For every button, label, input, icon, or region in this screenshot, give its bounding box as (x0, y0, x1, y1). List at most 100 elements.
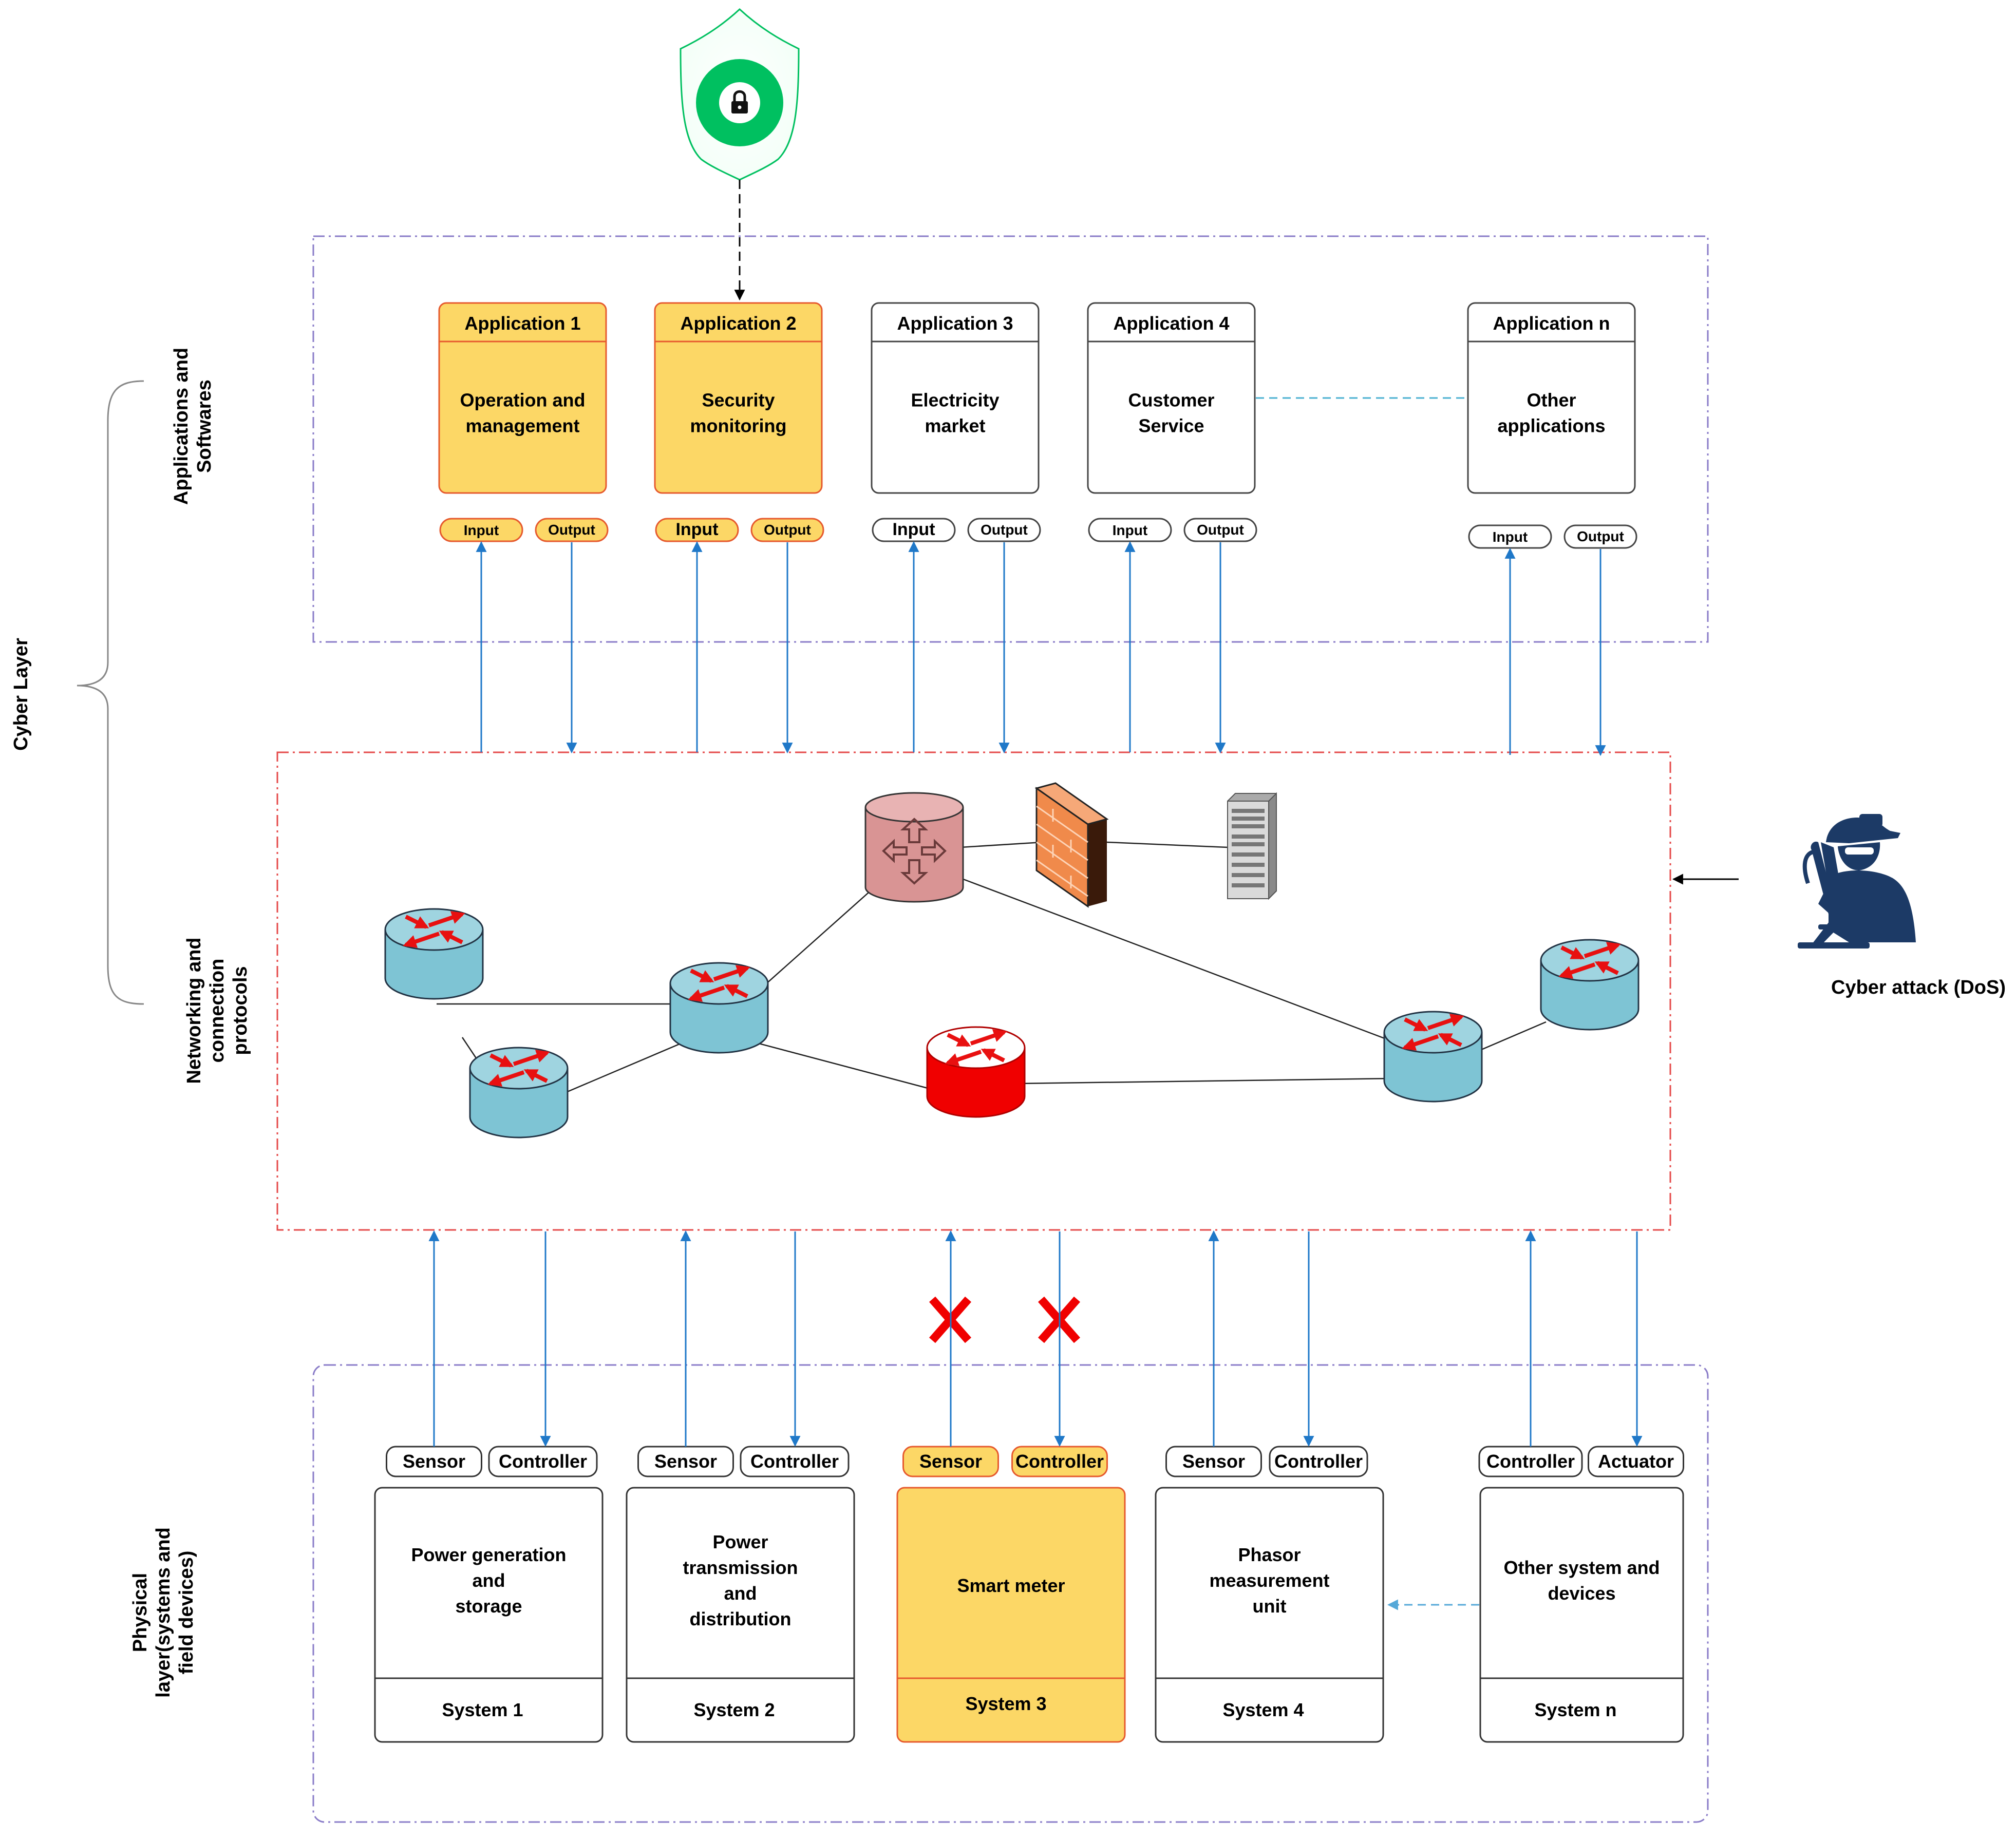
device-port[interactable]: Sensor (637, 1446, 734, 1477)
svg-text:Networking and: Networking and (183, 937, 205, 1084)
svg-text:protocols: protocols (230, 966, 251, 1055)
device-port-label: Sensor (1182, 1451, 1245, 1472)
application-description: market (925, 415, 985, 437)
networking-layer-label: Networking and connection protocols (183, 937, 251, 1084)
device-port[interactable]: Controller (1011, 1446, 1108, 1477)
input-label: Input (464, 522, 499, 538)
output-port[interactable]: Output (1183, 518, 1257, 542)
system-description: Other system and (1503, 1557, 1660, 1578)
system-description: unit (1253, 1596, 1287, 1617)
system-description: and (472, 1570, 505, 1591)
input-label: Input (1113, 522, 1147, 538)
output-label: Output (764, 522, 811, 538)
application-card-box (871, 302, 1040, 494)
device-port[interactable]: Controller (740, 1446, 850, 1477)
router-icon (384, 908, 484, 1000)
application-card-box (1087, 302, 1256, 494)
router-icon (469, 1047, 569, 1139)
input-label: Input (892, 520, 935, 539)
cyber-layer-label: Cyber Layer (10, 638, 32, 751)
device-port[interactable]: Actuator (1588, 1446, 1684, 1477)
application-description: Customer (1128, 390, 1214, 411)
output-label: Output (1197, 522, 1244, 538)
system-description: Phasor (1238, 1544, 1301, 1565)
svg-text:Physical: Physical (129, 1573, 151, 1652)
system-footer: System 2 (693, 1699, 775, 1720)
device-port-label: Controller (1274, 1451, 1363, 1472)
application-title: Application 4 (1113, 313, 1229, 334)
input-label: Input (675, 520, 718, 539)
output-port[interactable]: Output (967, 518, 1041, 542)
attacker-label: Cyber attack (DoS) (1831, 977, 2006, 998)
device-port[interactable]: Sensor (386, 1446, 482, 1477)
application-card-box (438, 302, 607, 494)
application-card[interactable]: Application n Other applications (1467, 302, 1636, 494)
device-port[interactable]: Sensor (902, 1446, 999, 1477)
system-description: Power (712, 1531, 768, 1552)
router-icon (669, 962, 769, 1054)
routers-group (384, 908, 1640, 1139)
svg-text:field devices): field devices) (176, 1551, 197, 1675)
hacker-icon (1798, 814, 1916, 949)
application-description: Other (1527, 390, 1576, 411)
device-port-label: Controller (750, 1451, 839, 1472)
device-port[interactable]: Sensor (1165, 1446, 1262, 1477)
output-port[interactable]: Output (750, 518, 824, 542)
application-description: Electricity (911, 390, 999, 411)
application-description: Operation and (460, 390, 585, 411)
cyber-layer-brace (77, 380, 144, 1005)
device-port[interactable]: Controller (1478, 1446, 1583, 1477)
device-port-label: Actuator (1598, 1451, 1674, 1472)
svg-text:layer(systems and: layer(systems and (153, 1527, 174, 1698)
device-port[interactable]: Controller (1269, 1446, 1368, 1477)
input-port[interactable]: Input (1468, 524, 1552, 549)
device-port-label: Controller (1015, 1451, 1104, 1472)
application-card-box (1467, 302, 1636, 494)
system-description: transmission (683, 1557, 798, 1578)
input-port[interactable]: Input (439, 518, 523, 542)
system-description: and (724, 1583, 757, 1604)
system-footer: System n (1534, 1699, 1616, 1720)
svg-text:Softwares: Softwares (194, 380, 215, 473)
attacked-router-icon (926, 1026, 1026, 1118)
output-label: Output (981, 522, 1028, 538)
physical-layer-label: Physical layer(systems and field devices… (129, 1527, 197, 1698)
input-port[interactable]: Input (655, 518, 739, 542)
device-port-label: Sensor (654, 1451, 717, 1472)
applications-layer-label: Applications and Softwares (171, 348, 215, 505)
application-title: Application n (1493, 313, 1610, 334)
input-label: Input (1493, 529, 1528, 545)
output-port[interactable]: Output (1563, 524, 1637, 549)
system-description: devices (1548, 1583, 1615, 1604)
device-port-label: Controller (499, 1451, 587, 1472)
router-icon (1383, 1011, 1483, 1103)
output-label: Output (1577, 528, 1624, 544)
application-description: applications (1497, 415, 1605, 437)
output-port[interactable]: Output (535, 518, 609, 542)
svg-text:Applications and: Applications and (171, 348, 192, 505)
application-description: Service (1138, 415, 1204, 437)
device-port-label: Sensor (919, 1451, 982, 1472)
links-group (428, 541, 1643, 1447)
svg-text:connection: connection (206, 959, 228, 1063)
physical-layer-box (312, 1364, 1709, 1823)
network-links (437, 841, 1547, 1095)
system-description: Smart meter (957, 1575, 1065, 1596)
input-port[interactable]: Input (872, 518, 956, 542)
device-port[interactable]: Controller (488, 1446, 598, 1477)
application-title: Application 2 (680, 313, 796, 334)
input-port[interactable]: Input (1088, 518, 1172, 542)
